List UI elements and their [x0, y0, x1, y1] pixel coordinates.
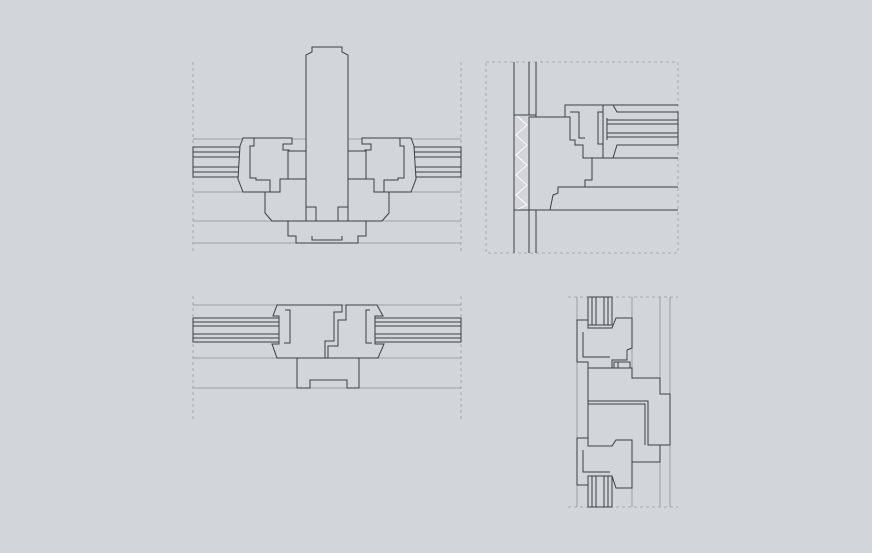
meeting-glazing-right [374, 317, 462, 343]
sash-profile-right [383, 137, 417, 193]
central-mullion [305, 46, 349, 222]
detail-meeting-stile-section [192, 296, 462, 420]
detail-jamb-section [485, 61, 679, 254]
detail-transom-section [568, 296, 678, 508]
jamb-sash [564, 104, 604, 159]
glazing-bead-right [347, 150, 367, 180]
sash-profile-left [237, 137, 271, 193]
insulation-pattern [515, 114, 528, 211]
detail-mullion-section [192, 46, 462, 253]
meeting-sash-right [327, 304, 385, 359]
jamb-glazing-unit [602, 104, 679, 159]
mullion-base-block [287, 220, 367, 244]
glazing-bead-left [287, 150, 307, 180]
transom-glazing-lower [587, 475, 613, 508]
transom-sash-upper [576, 317, 633, 369]
meeting-base-block [296, 357, 360, 389]
meeting-glazing-left [192, 317, 280, 343]
transom-glazing-upper [587, 296, 613, 326]
